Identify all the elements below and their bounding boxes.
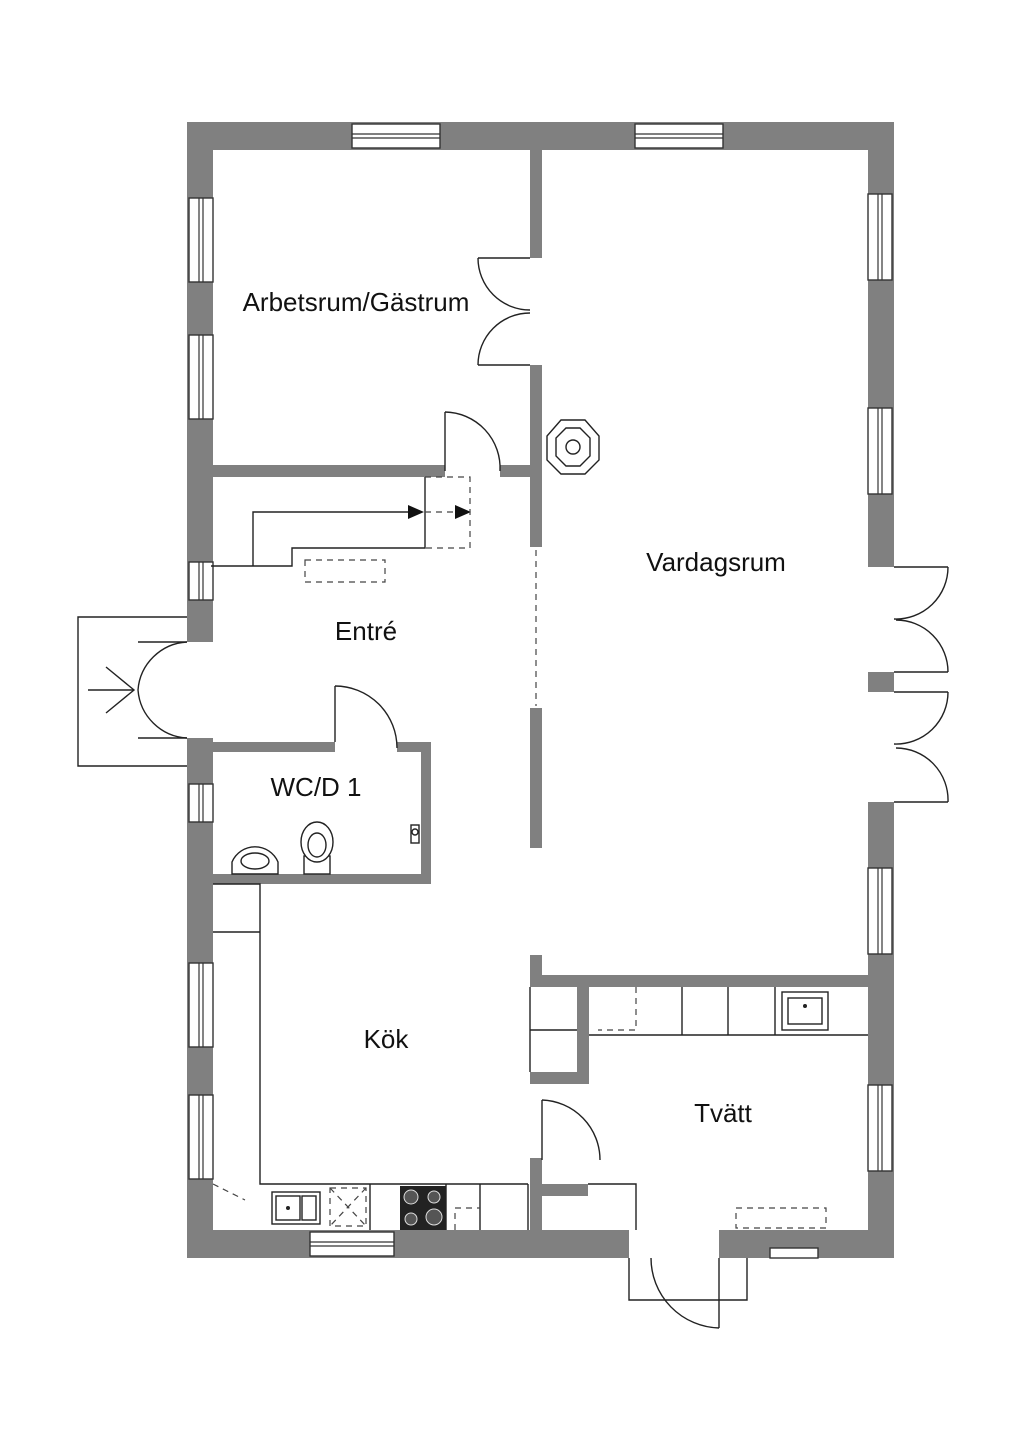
windows bbox=[188, 123, 893, 1259]
room-label-tvatt: Tvätt bbox=[694, 1098, 753, 1128]
kitchen-sink-icon bbox=[271, 1191, 321, 1225]
kitchen-fixtures bbox=[212, 883, 529, 1230]
room-label-vardagsrum: Vardagsrum bbox=[646, 547, 786, 577]
room-label-kok: Kök bbox=[364, 1024, 410, 1054]
toilet-icon bbox=[300, 821, 334, 875]
laundry-sink-icon bbox=[781, 991, 829, 1031]
stove-icon bbox=[400, 1186, 446, 1230]
dishwasher-icon bbox=[329, 1187, 367, 1227]
room-label-entre: Entré bbox=[335, 616, 397, 646]
doors bbox=[77, 257, 949, 1329]
room-labels: Arbetsrum/Gästrum Vardagsrum Entré WC/D … bbox=[243, 287, 786, 1128]
wc-fixtures bbox=[231, 821, 420, 875]
room-label-wc: WC/D 1 bbox=[271, 772, 362, 802]
interior-walls bbox=[211, 148, 870, 1238]
room-label-arbetsrum: Arbetsrum/Gästrum bbox=[243, 287, 470, 317]
sink-icon bbox=[231, 846, 279, 875]
tap-icon bbox=[410, 824, 420, 844]
fireplace-icon bbox=[546, 419, 600, 475]
laundry-fixtures bbox=[529, 987, 868, 1230]
stairs bbox=[211, 476, 471, 583]
